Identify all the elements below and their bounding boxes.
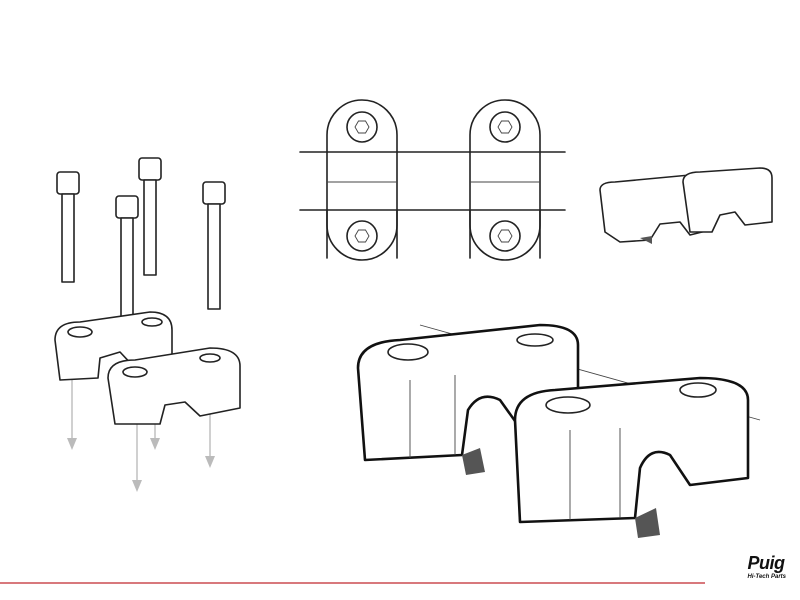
logo-brand: Puig <box>747 553 786 573</box>
logo-tagline: Hi-Tech Parts <box>747 574 786 580</box>
small-perspective-view <box>599 167 773 244</box>
hex-bolt-icon <box>346 111 521 252</box>
exploded-view <box>54 157 241 492</box>
clamp-front <box>107 347 241 425</box>
large-perspective-view <box>356 323 761 538</box>
top-view-clamps <box>299 99 566 261</box>
